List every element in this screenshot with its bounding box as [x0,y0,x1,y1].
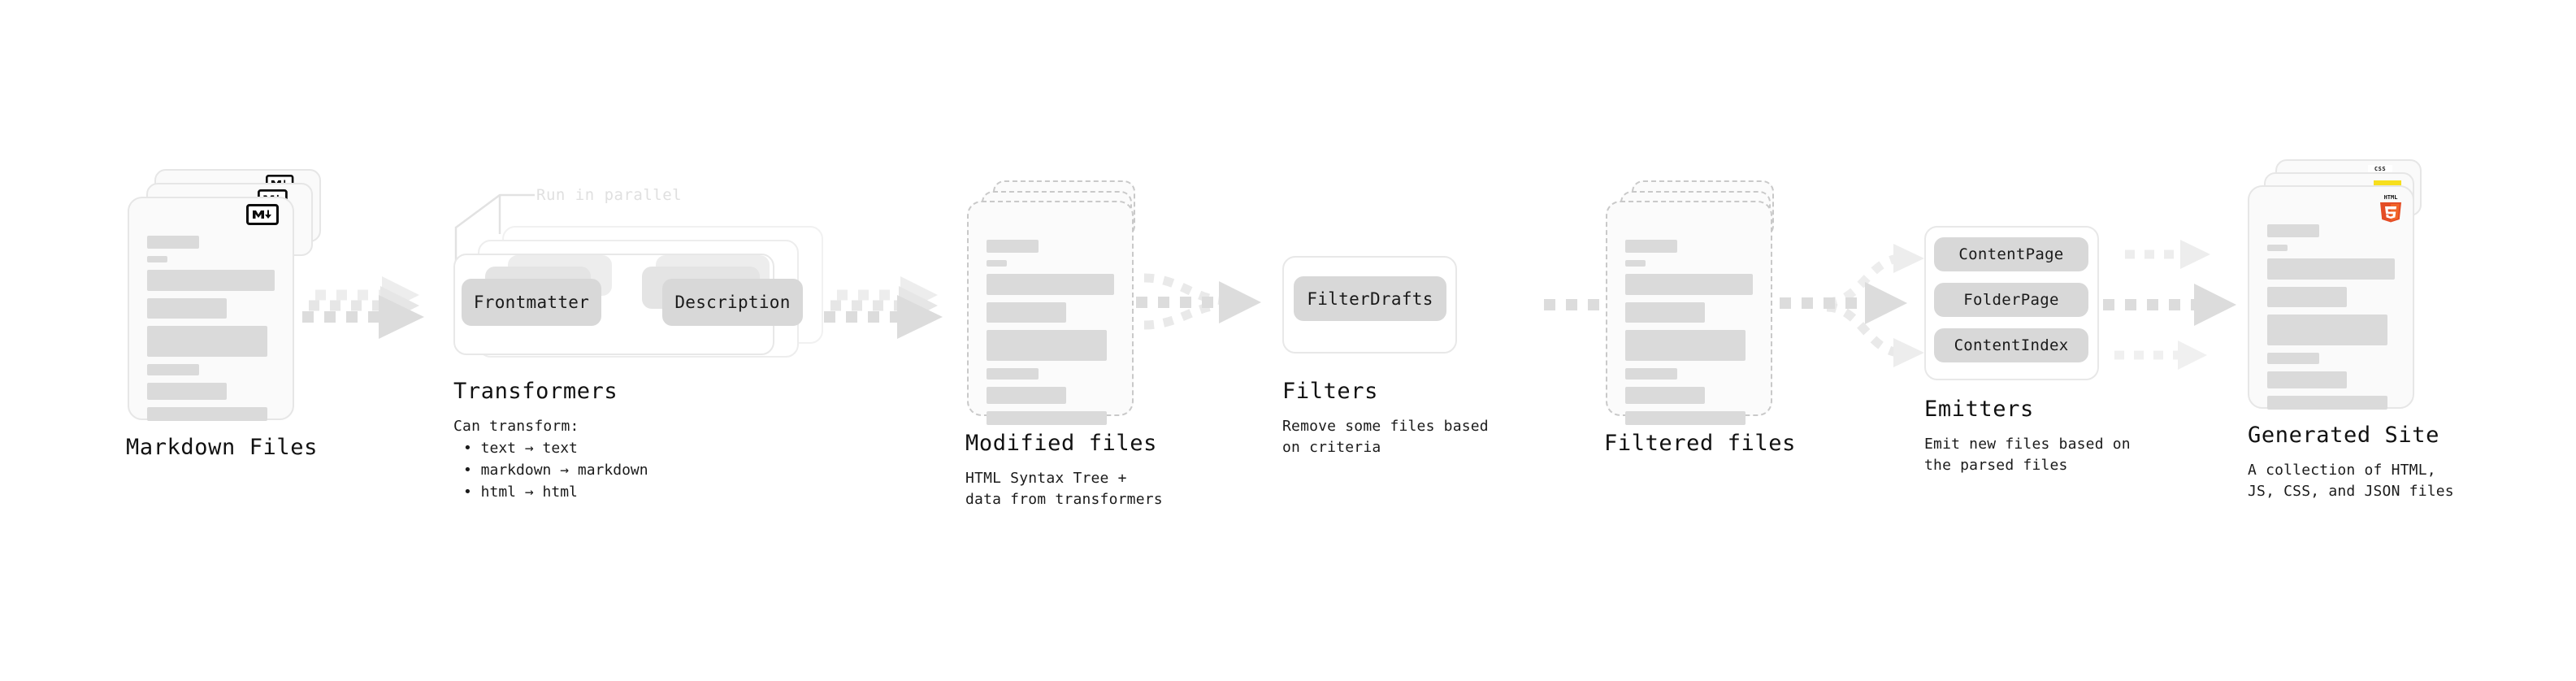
skeleton-bar [147,298,227,319]
filtered-card-front [1606,201,1772,425]
skeleton-bar [147,407,267,421]
svg-text:HTML: HTML [2384,194,2398,201]
skeleton-bar [147,364,199,375]
skeleton-bar [1625,302,1705,323]
skeleton-bar [2267,224,2319,237]
skeleton-bar [2267,287,2347,307]
filtered-files-title: Filtered files [1604,431,1796,456]
skeleton-bar [147,236,199,249]
modified-files-title: Modified files [965,431,1157,456]
transformers-title: Transformers [453,379,618,404]
emitters-subtitle: Emit new files based on the parsed files [1924,436,2131,474]
transformers-bullet-1: • markdown → markdown [463,462,648,479]
skeleton-bar [2267,245,2288,251]
skeleton-bar [987,411,1107,425]
skeleton-bar [987,302,1066,323]
skeleton-bar [1625,240,1677,253]
skeleton-bar [1625,368,1677,380]
run-in-parallel-label: Run in parallel [536,186,683,204]
filters-pill-filterdrafts[interactable]: FilterDrafts [1294,276,1446,321]
skeleton-bar [987,387,1066,404]
skeleton-bar [147,383,227,400]
skeleton-bar [1625,387,1705,404]
html5-badge: HTML [2378,193,2404,227]
generated-site-subtitle: A collection of HTML, JS, CSS, and JSON … [2248,462,2454,500]
connector-emitters-to-site [2103,240,2236,370]
skeleton-bar [987,274,1114,295]
markdown-skeleton [147,236,275,428]
generated-site-title: Generated Site [2248,423,2439,448]
skeleton-bar [1625,411,1746,425]
connector-modified-to-filters [1136,273,1261,330]
transformers-subtitle: Can transform: [453,418,579,435]
emitters-pill-contentindex[interactable]: ContentIndex [1934,328,2088,362]
transformer-pill-description[interactable]: Description [662,279,803,326]
connector-markdown-to-transformers [302,276,424,339]
filters-subtitle: Remove some files based on criteria [1282,418,1489,456]
skeleton-bar [147,326,267,357]
skeleton-bar [2267,314,2387,345]
emitters-pill-contentpage[interactable]: ContentPage [1934,237,2088,271]
skeleton-bar [987,368,1039,380]
skeleton-bar [987,260,1007,267]
skeleton-bar [2267,258,2395,280]
transformers-bullet-0: • text → text [463,440,578,457]
transformer-pill-frontmatter[interactable]: Frontmatter [462,279,601,326]
site-card-front [2248,185,2414,410]
skeleton-bar [2267,353,2319,364]
connector-filtered-to-emitters [1780,244,1924,367]
markdown-badge [246,204,279,225]
site-skeleton [2267,224,2395,417]
skeleton-bar [1625,330,1746,361]
modified-card-front [967,201,1134,425]
skeleton-bar [987,330,1107,361]
filtered-skeleton [1625,240,1753,432]
markdown-files-title: Markdown Files [126,435,318,460]
skeleton-bar [2267,396,2387,410]
connector-transformers-to-modified [824,276,943,339]
modified-skeleton [987,240,1114,432]
markdown-card-front [128,197,294,421]
emitters-pill-folderpage[interactable]: FolderPage [1934,283,2088,317]
skeleton-bar [1625,274,1753,295]
modified-files-subtitle: HTML Syntax Tree + data from transformer… [965,470,1163,508]
filters-title: Filters [1282,379,1378,404]
skeleton-bar [987,240,1039,253]
skeleton-bar [1625,260,1646,267]
skeleton-bar [147,270,275,291]
emitters-title: Emitters [1924,397,2034,422]
skeleton-bar [147,256,167,262]
transformers-bullet-2: • html → html [463,484,578,501]
skeleton-bar [2267,371,2347,388]
